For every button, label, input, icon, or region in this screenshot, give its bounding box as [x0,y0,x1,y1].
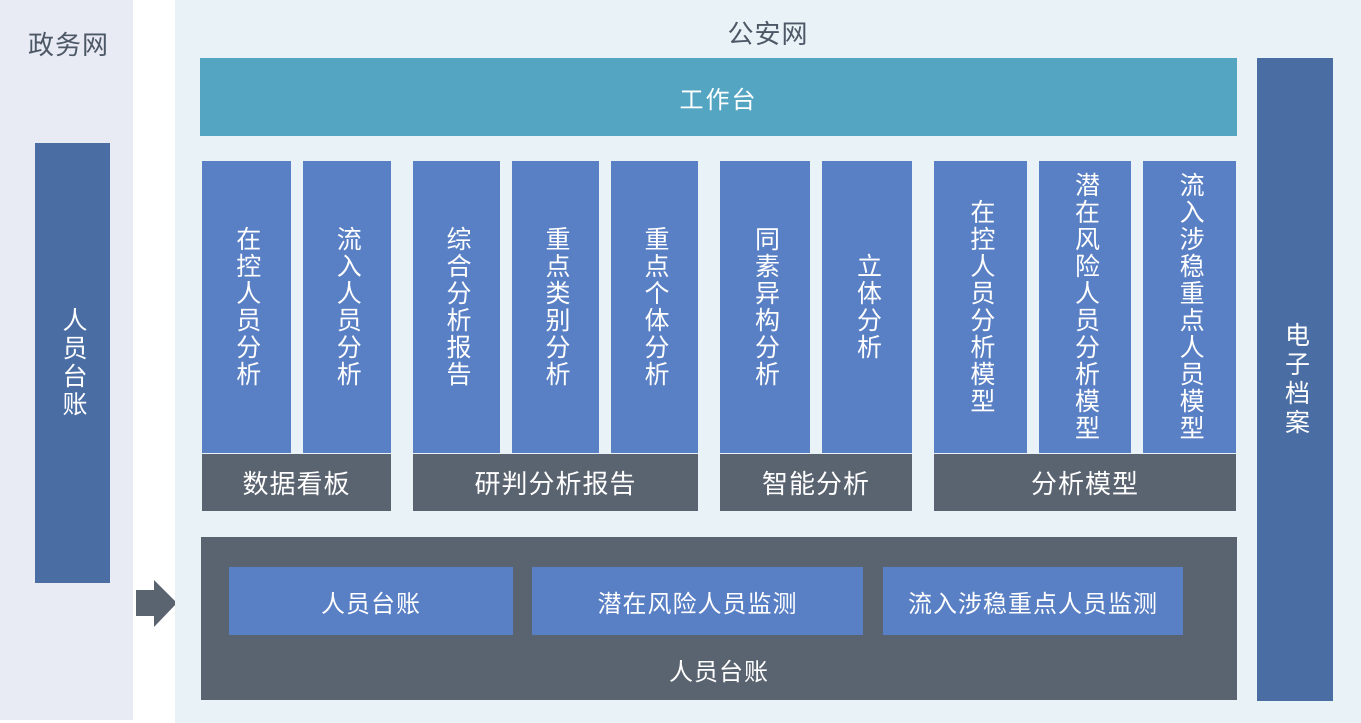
module-controlled-personnel-analysis: 在控人员分析 [202,161,291,453]
personnel-ledger-side-bar-label: 人员台账 [59,307,87,419]
right-arrow-icon [136,580,177,627]
module-key-individual-analysis: 重点个体分析 [611,161,698,453]
group-intelligent-analysis: 同素异构分析 立体分析 智能分析 [720,161,912,511]
module-potential-risk-personnel-model: 潜在风险人员分析模型 [1038,161,1132,453]
module-stereo-analysis: 立体分析 [822,161,912,453]
electronic-archive-bar: 电子档案 [1257,58,1333,701]
module-key-category-analysis: 重点类别分析 [512,161,599,453]
potential-risk-monitoring-button: 潜在风险人员监测 [532,567,863,635]
group-label-data-dashboard: 数据看板 [202,454,391,511]
module-controlled-personnel-model: 在控人员分析模型 [934,161,1027,453]
workbench-bar: 工作台 [200,58,1237,136]
personnel-ledger-button: 人员台账 [229,567,513,635]
group-analysis-report: 综合分析报告 重点类别分析 重点个体分析 研判分析报告 [413,161,698,511]
personnel-ledger-side-bar: 人员台账 [35,143,110,583]
group-label-analysis-models: 分析模型 [934,454,1236,511]
electronic-archive-bar-label: 电子档案 [1281,321,1310,438]
module-inflow-personnel-analysis: 流入人员分析 [302,161,391,453]
public-security-network-title: 公安网 [727,19,809,49]
group-analysis-models: 在控人员分析模型 潜在风险人员分析模型 流入涉稳重点人员模型 分析模型 [934,161,1237,511]
inflow-key-personnel-monitoring-button: 流入涉稳重点人员监测 [883,567,1183,635]
group-label-analysis-report: 研判分析报告 [413,454,698,511]
group-data-dashboard: 在控人员分析 流入人员分析 数据看板 [202,161,391,511]
module-groups-row: 在控人员分析 流入人员分析 数据看板 综合分析报告 重点类别分析 重点个体分析 … [202,161,1237,511]
public-security-network-zone: 公安网 工作台 在控人员分析 流入人员分析 数据看板 综合分析报告 重点类别分 [175,0,1361,723]
module-comprehensive-analysis-report: 综合分析报告 [413,161,500,453]
government-network-zone: 政务网 人员台账 [0,0,133,720]
module-isomer-analysis: 同素异构分析 [720,161,810,453]
personnel-ledger-panel: 人员台账 潜在风险人员监测 流入涉稳重点人员监测 人员台账 [201,537,1237,700]
module-inflow-key-personnel-model: 流入涉稳重点人员模型 [1143,161,1237,453]
personnel-ledger-panel-label: 人员台账 [669,659,769,686]
government-network-title: 政务网 [28,30,110,60]
group-label-intelligent-analysis: 智能分析 [720,454,912,511]
